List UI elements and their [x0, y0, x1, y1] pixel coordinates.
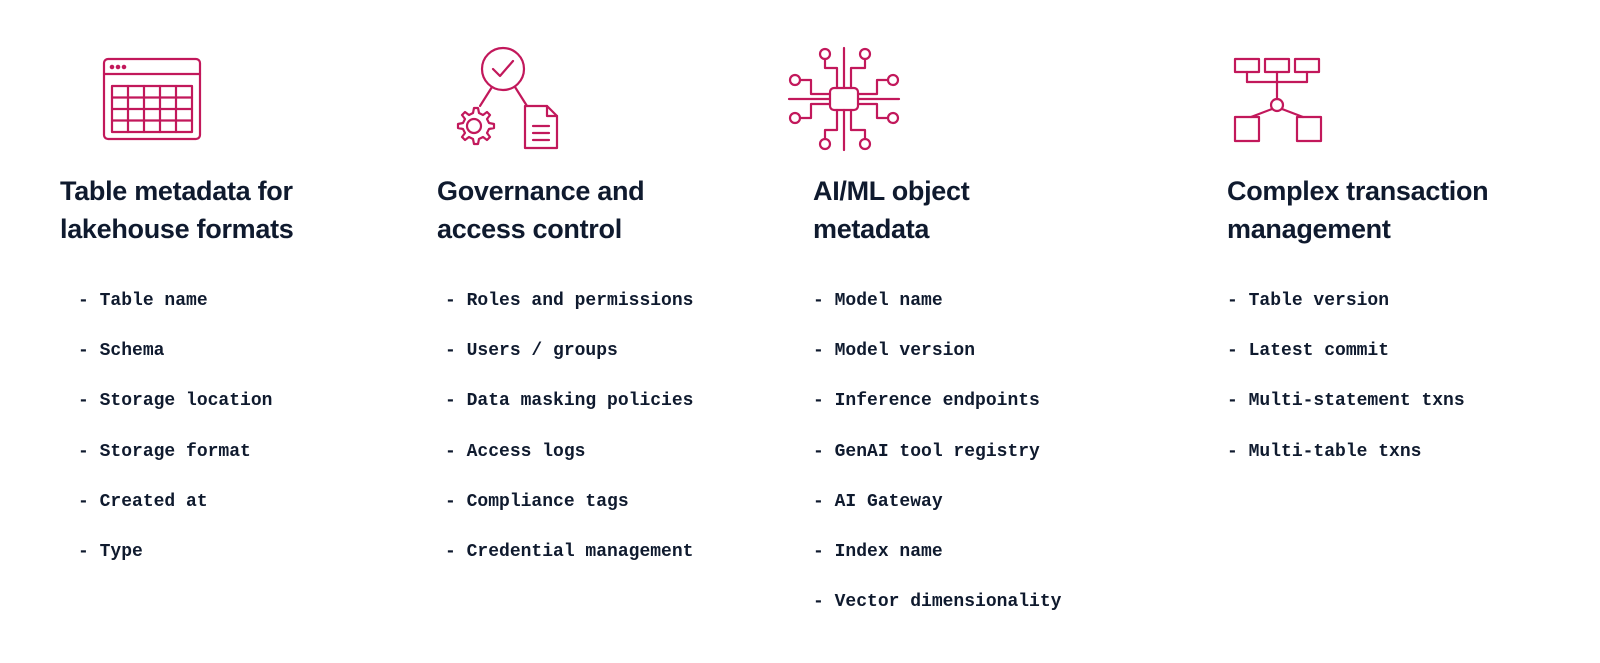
- list-aiml: Model name Model version Inference endpo…: [813, 286, 1062, 637]
- list-item: Access logs: [445, 437, 693, 487]
- list-item: Credential management: [445, 537, 694, 587]
- heading-line: Complex transaction: [1227, 176, 1489, 206]
- heading-governance: Governance and access control: [437, 172, 645, 248]
- list-item: Roles and permissions: [445, 286, 694, 336]
- table-grid-icon: [92, 44, 212, 154]
- governance-gear-document-icon: [445, 44, 565, 154]
- heading-line: Table metadata for: [60, 176, 293, 206]
- list-item: Type: [78, 537, 272, 587]
- circuit-chip-icon: [785, 44, 905, 156]
- heading-line: AI/ML object: [813, 176, 970, 206]
- list-item: Storage format: [78, 437, 272, 487]
- list-item: AI Gateway: [813, 487, 1061, 537]
- heading-table-metadata: Table metadata for lakehouse formats: [60, 172, 294, 248]
- list-item: Multi-table txns: [1227, 437, 1465, 487]
- list-item: Latest commit: [1227, 336, 1465, 386]
- heading-aiml: AI/ML object metadata: [813, 172, 970, 248]
- list-item: Compliance tags: [445, 487, 693, 537]
- heading-line: metadata: [813, 214, 930, 244]
- list-item: Users / groups: [445, 336, 693, 386]
- heading-line: management: [1227, 214, 1391, 244]
- heading-line: lakehouse formats: [60, 214, 294, 244]
- list-item: Table name: [78, 286, 272, 336]
- list-item: Inference endpoints: [813, 386, 1061, 436]
- heading-line: Governance and: [437, 176, 645, 206]
- list-item: Table version: [1227, 286, 1465, 336]
- list-item: Index name: [813, 537, 1061, 587]
- list-transactions: Table version Latest commit Multi-statem…: [1227, 286, 1465, 487]
- list-item: Vector dimensionality: [813, 587, 1062, 637]
- column-governance: Governance and access control Roles and …: [437, 0, 807, 663]
- column-transactions: Complex transaction management Table ver…: [1227, 0, 1587, 663]
- column-aiml: AI/ML object metadata Model name Model v…: [787, 0, 1213, 663]
- heading-transactions: Complex transaction management: [1227, 172, 1489, 248]
- list-governance: Roles and permissions Users / groups Dat…: [445, 286, 694, 587]
- heading-line: access control: [437, 214, 622, 244]
- column-table-metadata: Table metadata for lakehouse formats Tab…: [60, 0, 420, 663]
- list-item: Model name: [813, 286, 1061, 336]
- list-item: Data masking policies: [445, 386, 694, 436]
- list-item: GenAI tool registry: [813, 437, 1061, 487]
- transaction-hierarchy-icon: [1223, 44, 1343, 148]
- list-item: Model version: [813, 336, 1061, 386]
- list-item: Storage location: [78, 386, 273, 436]
- list-item: Schema: [78, 336, 272, 386]
- list-table-metadata: Table name Schema Storage location Stora…: [78, 286, 273, 587]
- list-item: Multi-statement txns: [1227, 386, 1465, 436]
- list-item: Created at: [78, 487, 272, 537]
